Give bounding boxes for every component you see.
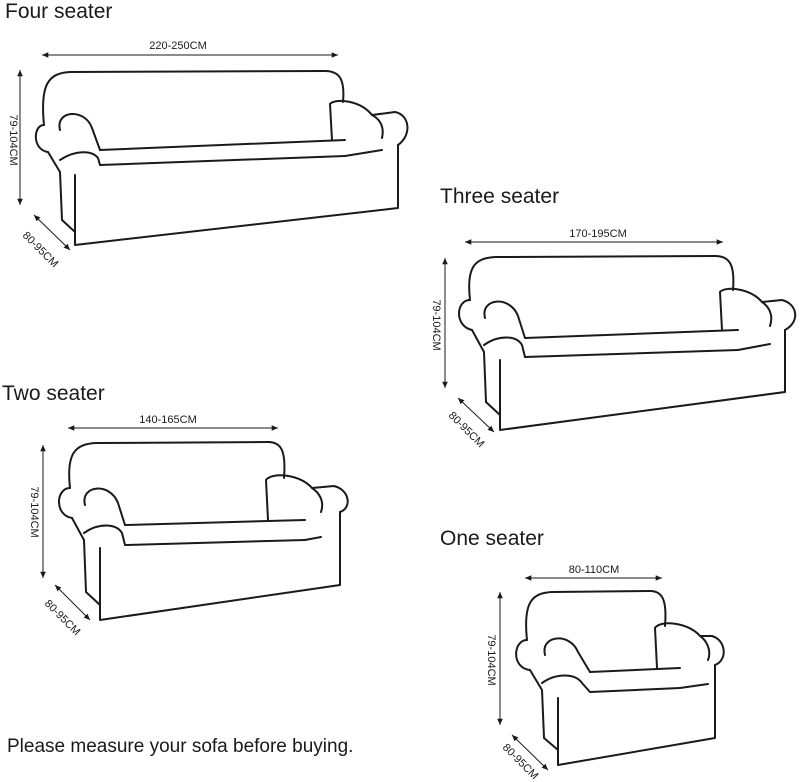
four-seater-sofa-drawing [34, 70, 409, 246]
four-seater-height-label: 79-104CM [7, 114, 19, 165]
two-seater-title: Two seater [2, 382, 105, 405]
three-seater-depth-label: 80-95CM [446, 410, 486, 450]
two-seater-sofa-drawing [58, 441, 349, 621]
one-seater-panel: One seater 80-110CM 79-104CM 80-95CM [440, 527, 725, 782]
one-seater-depth-arrow [511, 734, 549, 771]
one-seater-depth-label: 80-95CM [500, 742, 540, 782]
two-seater-width-label: 140-165CM [139, 414, 196, 426]
four-seater-width-label: 220-250CM [149, 40, 206, 52]
four-seater-title: Four seater [5, 0, 112, 23]
four-seater-depth-arrow [33, 214, 71, 251]
four-seater-depth-label: 80-95CM [20, 230, 60, 270]
footer-note: Please measure your sofa before buying. [7, 736, 353, 757]
two-seater-depth-arrow [54, 584, 91, 621]
two-seater-depth-label: 80-95CM [42, 598, 82, 638]
three-seater-width-label: 170-195CM [569, 228, 626, 240]
one-seater-sofa-drawing [515, 590, 725, 766]
three-seater-sofa-drawing [458, 255, 797, 431]
three-seater-title: Three seater [440, 185, 559, 208]
three-seater-panel: Three seater 170-195CM 79-104CM 80-95CM [430, 185, 797, 450]
one-seater-height-label: 79-104CM [485, 634, 497, 685]
two-seater-panel: Two seater 140-165CM 79-104CM 80-95CM [2, 382, 349, 638]
two-seater-height-label: 79-104CM [28, 486, 40, 537]
one-seater-title: One seater [440, 527, 544, 550]
three-seater-height-label: 79-104CM [430, 299, 442, 350]
four-seater-panel: Four seater 220-250CM 79-104CM 80-95CM [5, 0, 409, 270]
one-seater-width-label: 80-110CM [569, 564, 620, 576]
three-seater-depth-arrow [457, 397, 495, 433]
